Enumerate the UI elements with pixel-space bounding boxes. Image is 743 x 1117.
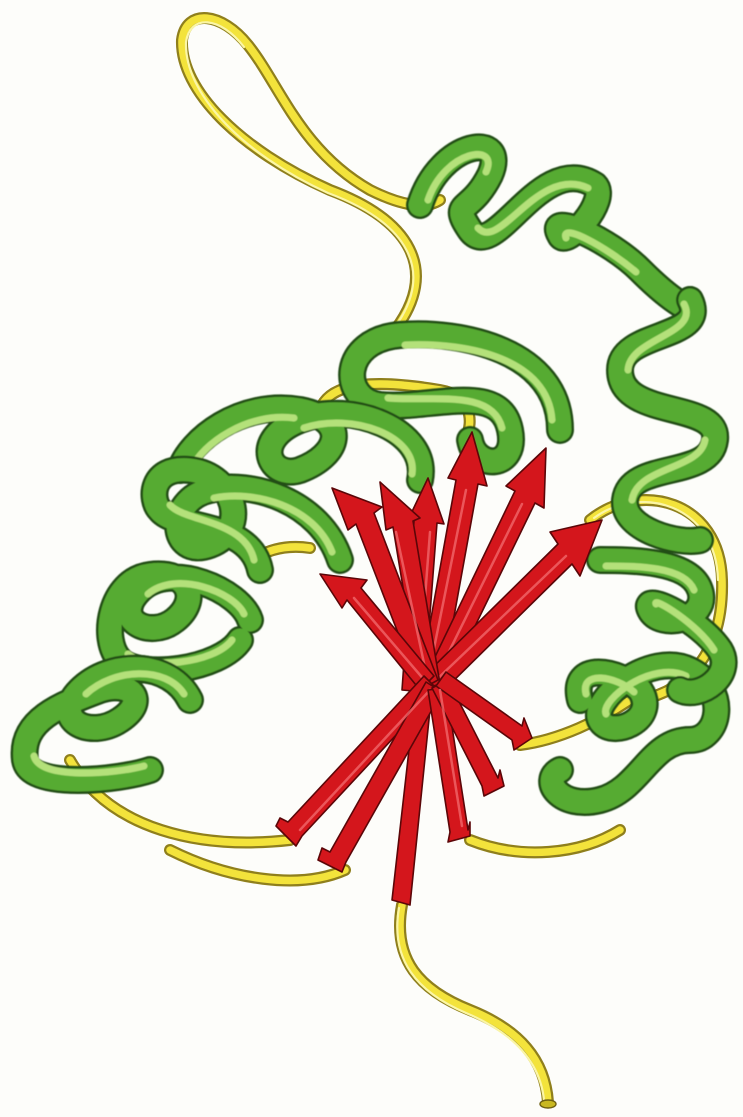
coil-c-terminus-end — [540, 1100, 556, 1108]
